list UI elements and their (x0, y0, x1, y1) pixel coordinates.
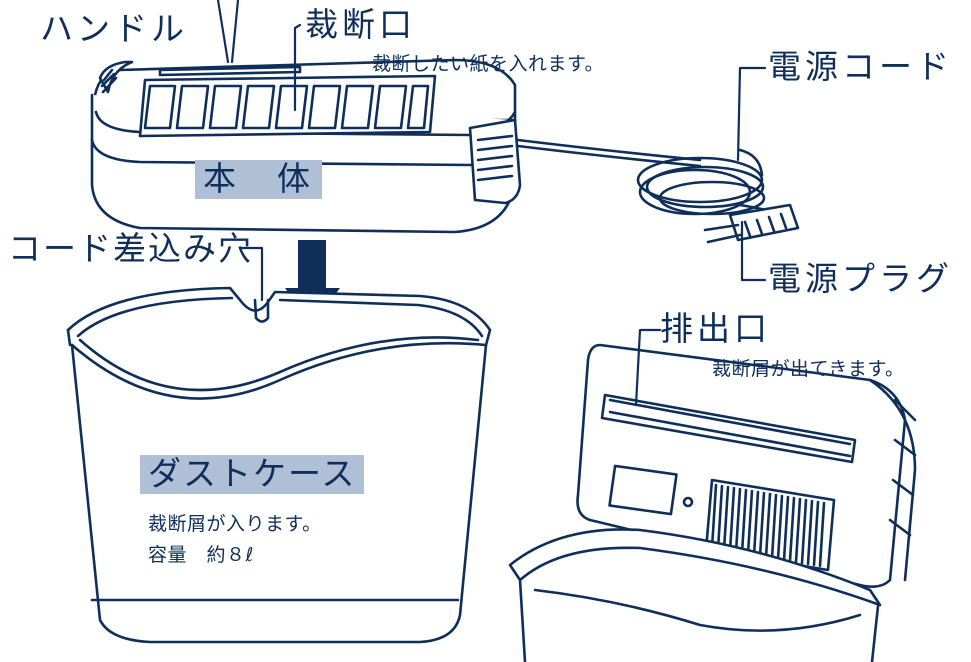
label-power-plug: 電源プラグ (768, 259, 953, 298)
label-cutting-slot: 裁断口 (305, 5, 416, 44)
label-outlet: 排出口 (660, 309, 771, 348)
power-cord (516, 138, 787, 217)
label-capacity: 容量 約８ℓ (148, 544, 254, 566)
dust-case-left (66, 286, 492, 644)
label-power-cord: 電源コード (768, 47, 953, 86)
label-cutting-slot-desc: 裁断したい紙を入れます。 (372, 53, 605, 75)
label-handle: ハンドル (40, 9, 188, 48)
shredder-body (90, 58, 522, 234)
dust-case-right (508, 528, 882, 662)
power-plug (703, 203, 800, 244)
label-main-body: 本 体 (195, 160, 322, 199)
cutting-slot-slits (143, 84, 430, 130)
label-cord-hole: コード差込み穴 (8, 229, 253, 268)
callout-lines (216, 0, 767, 407)
label-dust-case: ダストケース (140, 455, 365, 494)
label-outlet-desc: 裁断屑が出てきます。 (712, 358, 905, 380)
handle (98, 60, 134, 94)
label-dust-case-desc: 裁断屑が入ります。 (148, 513, 322, 535)
